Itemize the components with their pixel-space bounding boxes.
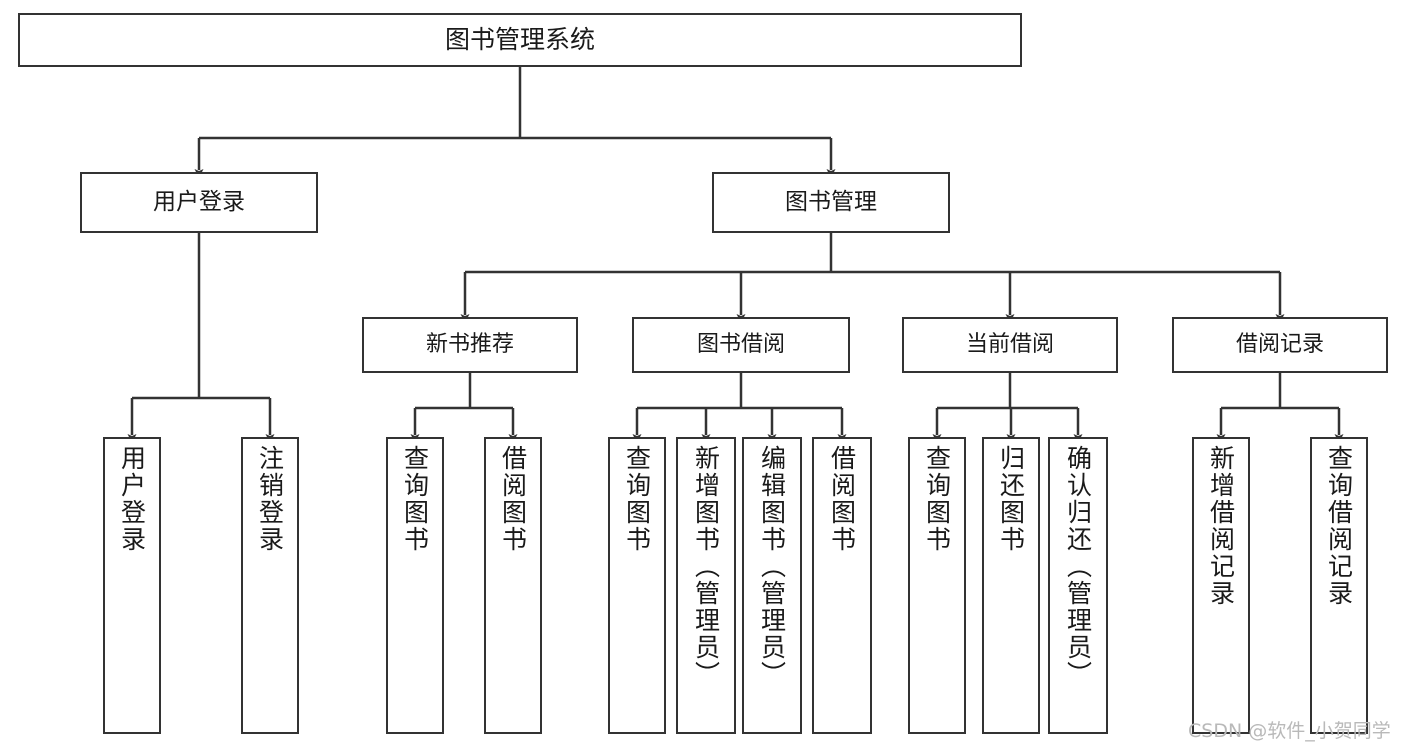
node-label: 用户登录 [153, 188, 245, 215]
node-label: 借阅记录 [1235, 331, 1324, 357]
node-leaf-9[interactable]: 归还图书 [982, 437, 1040, 734]
node-label: 确认归还（管理员） [1063, 445, 1093, 688]
node-leaf-8[interactable]: 查询图书 [908, 437, 966, 734]
node-label: 查询图书 [622, 445, 652, 553]
node-leaf-6[interactable]: 编辑图书（管理员） [742, 437, 802, 734]
node-leaf-10[interactable]: 确认归还（管理员） [1048, 437, 1108, 734]
node-label: 图书借阅 [696, 331, 785, 357]
node-label: 当前借阅 [965, 331, 1054, 357]
node-label: 借阅图书 [498, 445, 528, 553]
node-label: 图书管理 [785, 188, 877, 215]
node-leaf-11[interactable]: 新增借阅记录 [1192, 437, 1250, 734]
node-leaf-1[interactable]: 注销登录 [241, 437, 299, 734]
node-leaf-4[interactable]: 查询图书 [608, 437, 666, 734]
node-leaf-2[interactable]: 查询图书 [386, 437, 444, 734]
node-leaf-5[interactable]: 新增图书（管理员） [676, 437, 736, 734]
node-level2-0[interactable]: 新书推荐 [362, 317, 578, 373]
node-label: 归还图书 [996, 445, 1026, 553]
node-leaf-7[interactable]: 借阅图书 [812, 437, 872, 734]
node-leaf-0[interactable]: 用户登录 [103, 437, 161, 734]
node-label: 查询图书 [400, 445, 430, 553]
node-label: 查询图书 [922, 445, 952, 553]
node-level2-1[interactable]: 图书借阅 [632, 317, 850, 373]
watermark: CSDN @软件_小贺同学 [1188, 720, 1391, 742]
node-label: 新增借阅记录 [1206, 445, 1236, 607]
node-label: 新书推荐 [425, 331, 514, 357]
node-label: 查询借阅记录 [1324, 445, 1354, 607]
node-label: 借阅图书 [827, 445, 857, 553]
node-label: 用户登录 [117, 445, 147, 553]
node-leaf-3[interactable]: 借阅图书 [484, 437, 542, 734]
node-label: 新增图书（管理员） [691, 445, 721, 688]
node-level1-0[interactable]: 用户登录 [80, 172, 318, 233]
node-level2-2[interactable]: 当前借阅 [902, 317, 1118, 373]
node-label: 注销登录 [255, 445, 285, 553]
node-label: 编辑图书（管理员） [757, 445, 787, 688]
node-root[interactable]: 图书管理系统 [18, 13, 1022, 67]
node-leaf-12[interactable]: 查询借阅记录 [1310, 437, 1368, 734]
node-label: 图书管理系统 [444, 25, 595, 54]
node-level2-3[interactable]: 借阅记录 [1172, 317, 1388, 373]
node-level1-1[interactable]: 图书管理 [712, 172, 950, 233]
